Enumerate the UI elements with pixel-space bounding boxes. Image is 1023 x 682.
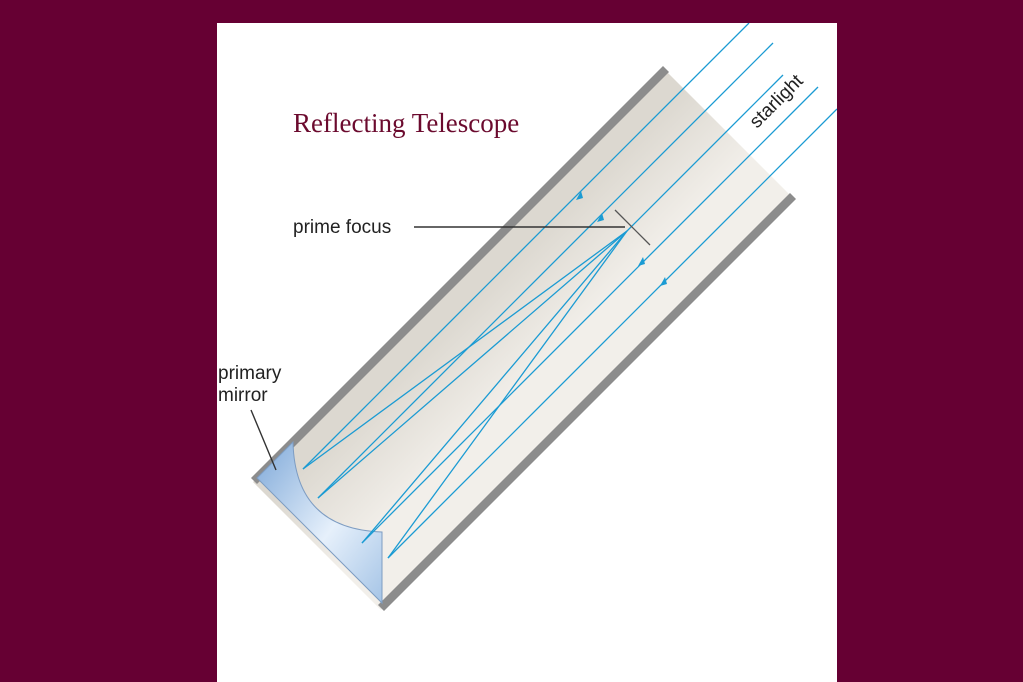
light-rays xyxy=(302,23,837,559)
ray-arrowheads xyxy=(576,191,667,286)
primary-mirror-leader xyxy=(250,409,277,471)
arrowhead xyxy=(597,213,604,222)
primary-mirror-label-line1: primary xyxy=(218,363,282,384)
diagram-title: Reflecting Telescope xyxy=(293,108,519,138)
arrowhead xyxy=(576,191,583,200)
prime-focus-marker xyxy=(614,209,651,246)
primary-mirror-label-line2: mirror xyxy=(218,385,268,406)
primary-mirror xyxy=(256,440,383,605)
reflecting-telescope-diagram: Reflecting Telescope prime focus primary… xyxy=(218,23,837,611)
arrowhead xyxy=(638,257,645,266)
telescope-tube xyxy=(253,70,793,610)
arrowhead xyxy=(660,277,667,286)
tube-upper-wall xyxy=(251,66,669,484)
tube-lower-wall xyxy=(378,193,796,611)
starlight-label: starlight xyxy=(746,70,808,132)
prime-focus-label: prime focus xyxy=(293,217,391,238)
slide-panel: Reflecting Telescope prime focus primary… xyxy=(217,23,837,682)
